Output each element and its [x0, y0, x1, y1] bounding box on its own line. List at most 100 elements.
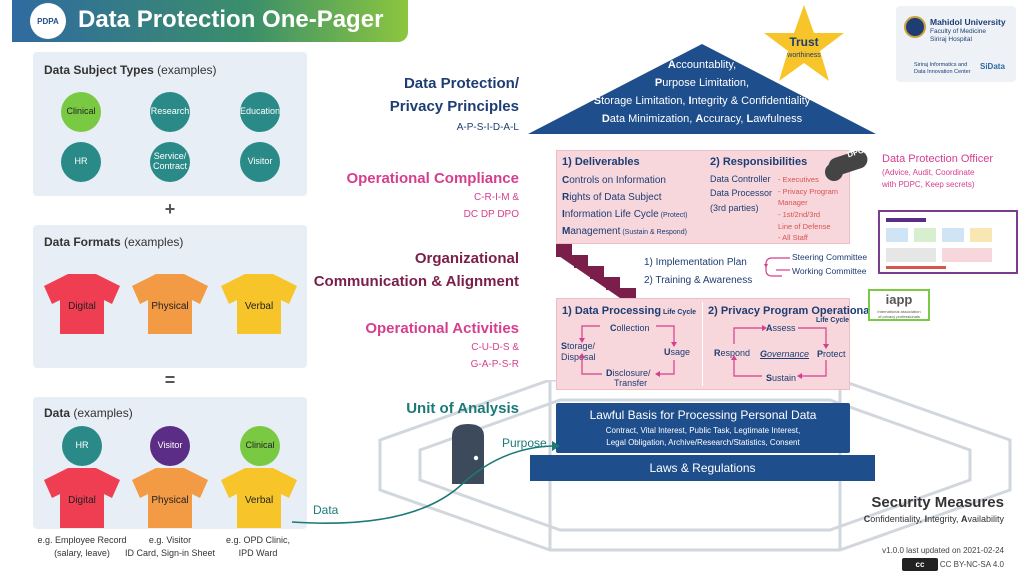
- page-title: Data Protection One-Pager: [78, 6, 384, 33]
- formats-title-rest: (examples): [120, 235, 184, 249]
- processing-divider: [702, 302, 703, 386]
- iapp-desc-line2: of privacy professionals: [878, 314, 920, 319]
- pdpa-logo: PDPA: [30, 3, 66, 39]
- digital-shirt-icon: [44, 274, 120, 334]
- compliance-sub2: DC DP DPO: [463, 209, 519, 220]
- responsibilities-roles: Data Controller Data Processor (3rd part…: [710, 172, 772, 215]
- caption-clinical-line1: e.g. OPD Clinic,: [225, 535, 291, 545]
- deliverable-management: Management (Sustain & Respond): [562, 226, 687, 237]
- processing-cycle-arrows: [579, 325, 677, 377]
- org-logo-box: Mahidol University Faculty of Medicine S…: [896, 6, 1016, 82]
- iapp-desc-line1: International association: [877, 309, 921, 314]
- role-data-processor: Data Processor: [710, 188, 773, 199]
- subject-types-title-bold: Data Subject Types: [44, 63, 154, 77]
- whistle-icon: [825, 150, 868, 181]
- data-format-physical: Physical: [151, 495, 189, 506]
- lawful-basis-title: Lawful Basis for Processing Personal Dat…: [589, 408, 817, 422]
- roof-line-2: Purpose Limitation,: [654, 77, 750, 90]
- deliverable-info-life-cycle: Information Life Cycle (Protect): [562, 209, 688, 220]
- formats-title: Data Formats (examples): [44, 235, 183, 249]
- laws-bar: [530, 455, 875, 481]
- role-third-parties: (3rd parties): [710, 202, 759, 213]
- data-flow-label: Data: [313, 503, 339, 517]
- security-title: Security Measures: [871, 494, 1004, 511]
- subject-types-title: Data Subject Types (examples): [44, 63, 217, 77]
- committee-arrows: [764, 257, 790, 277]
- equals-sign: =: [164, 370, 176, 390]
- faculty-line2: Siriraj Hospital: [930, 36, 972, 43]
- working-committee: Working Committee: [792, 266, 867, 276]
- subject-research: Research: [150, 92, 190, 132]
- center-line1: Siriraj Informatics and: [914, 62, 968, 68]
- communication-title-line1: Organizational: [414, 250, 519, 267]
- steering-committee: Steering Committee: [792, 252, 868, 262]
- activities-sub1: C-U-D-S &: [471, 342, 519, 353]
- privacy-cycle-arrows: [731, 325, 829, 379]
- version-text: v1.0.0 last updated on 2021-02-24: [882, 546, 1004, 555]
- compliance-sub1: C-R-I-M &: [474, 192, 519, 203]
- deliverable-rights: Rights of Data Subject: [562, 192, 662, 203]
- principles-title-line1: Data Protection/: [403, 75, 519, 92]
- compliance-box: [556, 150, 850, 244]
- trust-sub-label: worthiness: [787, 52, 821, 59]
- stage-protect: Protect: [817, 349, 846, 359]
- center-line2: Data Innovation Center: [914, 69, 971, 75]
- responsibilities-staff-list: - Executives - Privacy Program Manager -…: [778, 175, 839, 243]
- stage-governance: Governance: [760, 349, 810, 359]
- dpo-desc-line2: with PDPC, Keep secrets): [882, 180, 975, 189]
- implementation-plan: 1) Implementation Plan: [644, 257, 747, 268]
- university-name: Mahidol University: [930, 17, 1006, 27]
- trust-label: Trust: [789, 35, 819, 49]
- dpo-title: Data Protection Officer: [882, 153, 994, 165]
- plus-sign: +: [164, 199, 176, 219]
- privacy-program-heading-small: Life Cycle: [816, 317, 850, 324]
- data-verbal-shirt-icon: [221, 468, 297, 528]
- stage-disclosure: Disclosure/: [606, 368, 651, 378]
- university-seal-icon: [904, 16, 926, 38]
- activities-title: Operational Activities: [365, 320, 519, 337]
- caption-hr-line1: e.g. Employee Record: [37, 535, 127, 545]
- subject-types-title-rest: (examples): [153, 63, 217, 77]
- subject-service-contract: Service/ Contract: [150, 142, 190, 182]
- caption-visitor: e.g. Visitor ID Card, Sign-in Sheet: [118, 534, 222, 560]
- activities-sub2: G-A-P-S-R: [470, 359, 519, 370]
- caption-hr: e.g. Employee Record (salary, leave): [30, 534, 134, 560]
- stage-storage: Storage/: [561, 341, 596, 351]
- subject-education: Education: [240, 92, 280, 132]
- data-subject-visitor: Visitor: [150, 426, 190, 466]
- title-banner: [12, 0, 408, 42]
- caption-visitor-line1: e.g. Visitor: [148, 535, 192, 545]
- caption-clinical-line2: IPD Ward: [238, 548, 278, 559]
- physical-shirt-icon: [132, 274, 208, 334]
- role-data-controller: Data Controller: [710, 174, 771, 184]
- roof-line-4: Data Minimization, Accuracy, Lawfulness: [601, 113, 803, 126]
- deliverables-list: Controls on Information Rights of Data S…: [562, 172, 688, 240]
- stage-sustain: Sustain: [766, 373, 797, 383]
- subject-clinical: Clinical: [61, 92, 101, 132]
- data-subject-clinical: Clinical: [240, 426, 280, 466]
- caption-visitor-line2: ID Card, Sign-in Sheet: [124, 548, 216, 559]
- unit-of-analysis-title: Unit of Analysis: [406, 400, 519, 417]
- stage-assess: Assess: [766, 323, 796, 333]
- iapp-logo: iapp International association of privac…: [868, 289, 930, 321]
- lawful-basis-box: [556, 403, 850, 453]
- dpo-desc-line1: (Advice, Audit, Coordinate: [882, 168, 975, 177]
- cc-license-badge: cc: [902, 558, 938, 571]
- format-verbal: Verbal: [244, 301, 274, 312]
- data-subject-hr: HR: [62, 426, 102, 466]
- data-title-rest: (examples): [70, 406, 133, 420]
- principles-title-line2: Privacy Principles: [389, 98, 519, 115]
- staircase: [556, 244, 636, 298]
- sidata-badge: SiData: [980, 62, 1005, 71]
- roof-line-3: Storage Limitation, Integrity & Confiden…: [593, 95, 811, 108]
- lawful-basis-line1: Contract, Vital Interest, Public Task, L…: [605, 426, 801, 435]
- stage-respond: Respond: [714, 348, 751, 358]
- training-awareness: 2) Training & Awareness: [644, 275, 753, 286]
- data-title-bold: Data: [44, 406, 71, 420]
- purpose-label: Purpose: [502, 436, 547, 450]
- roof-principles: Accountablity, Purpose Limitation, Stora…: [552, 56, 852, 129]
- deliverables-heading: 1) Deliverables: [562, 156, 640, 168]
- data-physical-shirt-icon: [132, 468, 208, 528]
- processing-heading: 1) Data Processing Life Cycle: [562, 305, 697, 317]
- reference-thumbnail: [878, 210, 1018, 274]
